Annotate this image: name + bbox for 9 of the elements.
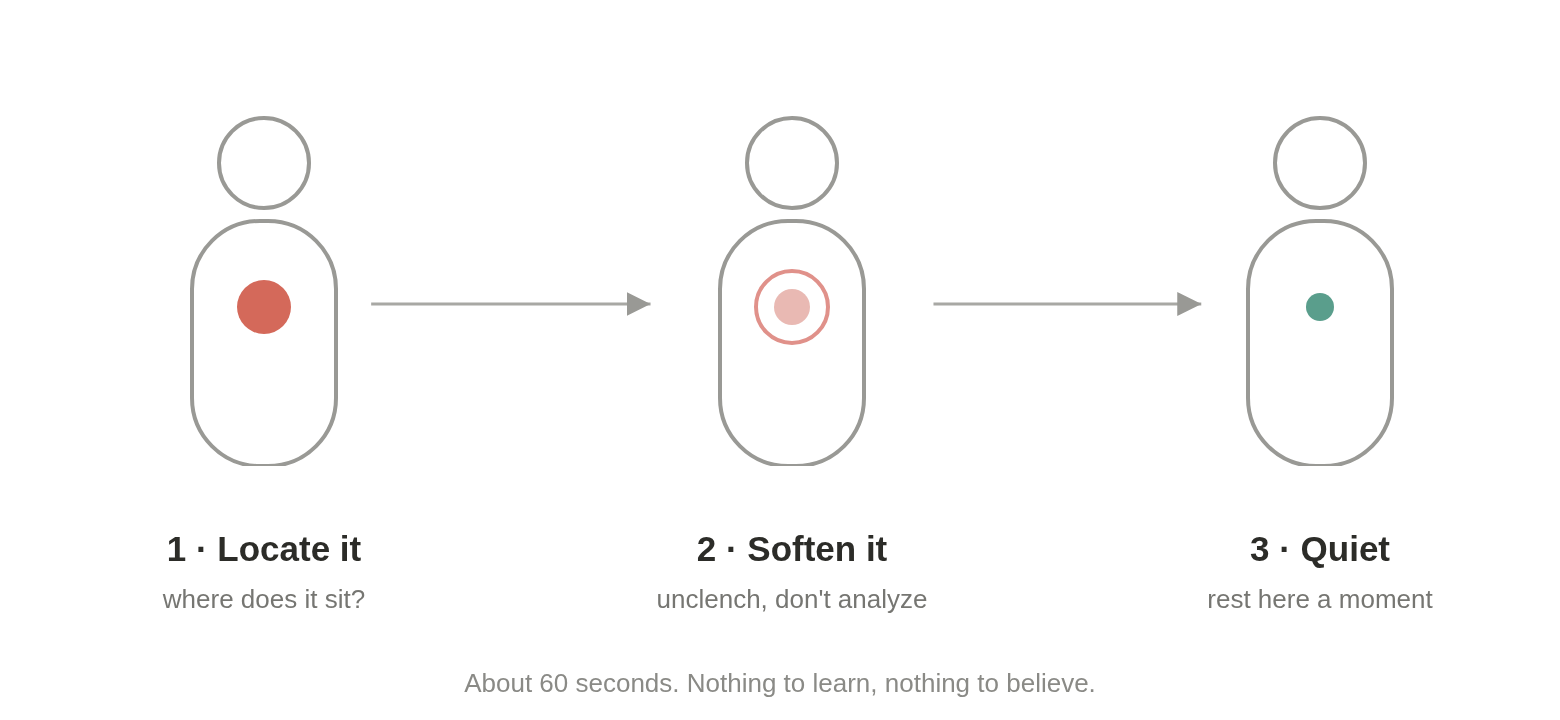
- step-subtitle: unclench, don't analyze: [656, 584, 928, 614]
- arrow: [933, 292, 1202, 316]
- step-subtitle: where does it sit?: [162, 584, 366, 614]
- step-title: 3 · Quiet: [1250, 529, 1390, 569]
- step-subtitle: rest here a moment: [1207, 584, 1433, 614]
- arrow: [371, 292, 651, 316]
- step-title: 2 · Soften it: [696, 529, 888, 569]
- caption: About 60 seconds. Nothing to learn, nothing to believe.: [463, 668, 1097, 699]
- step-title: 1 · Locate it: [166, 529, 362, 569]
